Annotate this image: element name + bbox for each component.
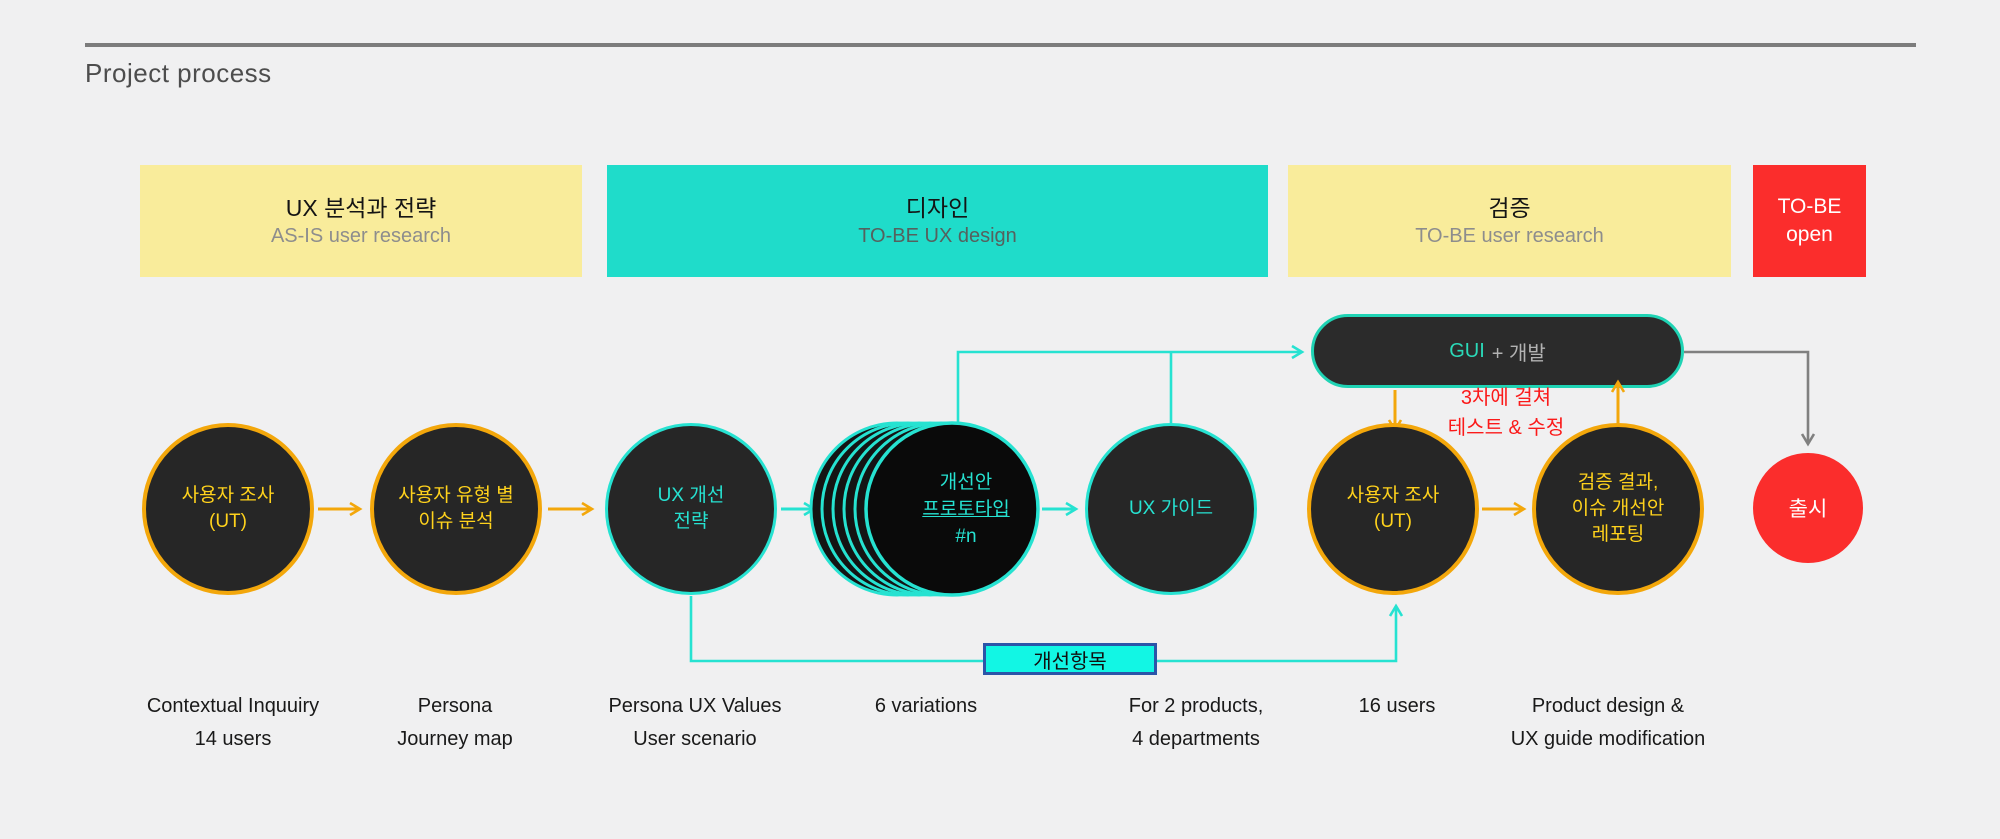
- node-user-research-ut-2: 사용자 조사 (UT): [1307, 423, 1479, 595]
- phase-title: 디자인: [905, 194, 970, 221]
- caption-users: 16 users: [1358, 695, 1436, 717]
- phase-title: UX 분석과 전략: [285, 194, 437, 221]
- node-user-research-ut: 사용자 조사 (UT): [142, 423, 314, 595]
- gui-label-accent: GUI: [1449, 339, 1485, 362]
- prototype-line-1: 개선안: [939, 471, 993, 493]
- caption-contextual-inquiry: Contextual Inquuiry 14 users: [146, 695, 320, 750]
- node-ux-guide: UX 가이드: [1085, 423, 1257, 595]
- wire-prototype-to-gui: [956, 344, 1305, 423]
- phase-subtitle: TO-BE UX design: [858, 224, 1017, 247]
- phase-tobe-open: TO-BE open: [1753, 165, 1866, 277]
- phase-subtitle: TO-BE user research: [1415, 224, 1604, 247]
- prototype-line-3: #n: [955, 525, 977, 547]
- page-title: Project process: [85, 58, 272, 88]
- caption-persona: Persona Journey map: [397, 695, 513, 750]
- prototype-line-2: 프로토타입: [922, 498, 1010, 520]
- phase-verification: 검증 TO-BE user research: [1288, 165, 1731, 277]
- caption-variations: 6 variations: [874, 695, 978, 717]
- phase-ux-analysis: UX 분석과 전략 AS-IS user research: [140, 165, 582, 277]
- gui-development-box: GUI + 개발: [1311, 314, 1684, 388]
- caption-products: For 2 products, 4 departments: [1128, 695, 1264, 750]
- node-prototype-stack: [809, 421, 1040, 597]
- phase-subtitle: AS-IS user research: [270, 224, 452, 247]
- wire-gui-to-launch: [1684, 350, 1816, 447]
- improvement-tag: 개선항목: [983, 643, 1157, 675]
- top-divider: [85, 43, 1916, 47]
- node-prototype-label: 개선안 프로토타입 #n: [876, 430, 1056, 588]
- phase-title: 검증: [1488, 194, 1531, 221]
- caption-persona-ux-values: Persona UX Values User scenario: [608, 695, 782, 750]
- phase-design: 디자인 TO-BE UX design: [607, 165, 1268, 277]
- caption-product-design: Product design & UX guide modification: [1510, 695, 1706, 750]
- phase-title: TO-BE open: [1777, 195, 1842, 246]
- gui-label-rest: + 개발: [1491, 342, 1546, 365]
- test-note: 3차에 걸쳐 테스트 & 수정: [1447, 387, 1565, 439]
- node-launch: 출시: [1753, 453, 1863, 563]
- node-verification-report: 검증 결과, 이슈 개선안 레포팅: [1532, 423, 1704, 595]
- node-issue-analysis: 사용자 유형 별 이슈 분석: [370, 423, 542, 595]
- node-ux-strategy: UX 개선 전략: [605, 423, 777, 595]
